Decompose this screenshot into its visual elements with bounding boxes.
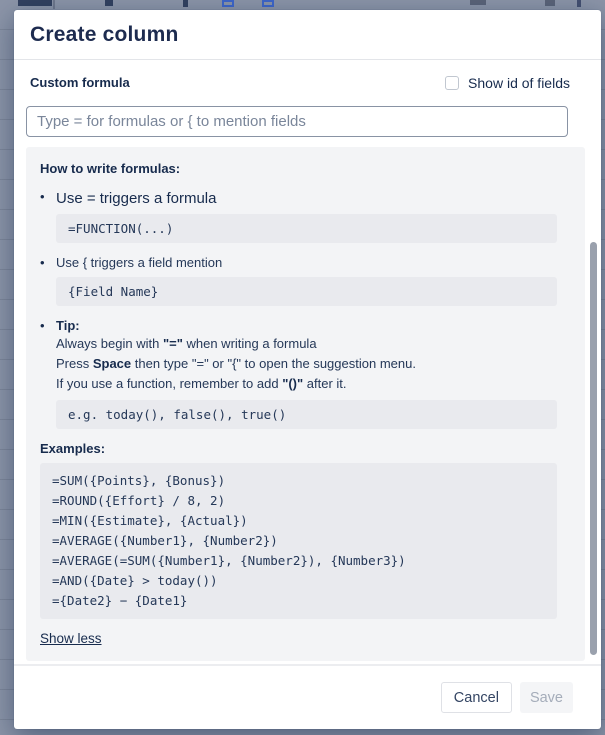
bullet-icon [40,255,56,271]
vertical-scrollbar[interactable] [590,242,597,655]
custom-formula-label: Custom formula [30,75,130,90]
help-bullet-tip: Tip: [40,318,571,334]
example-line: =ROUND({Effort} / 8, 2) [52,493,226,508]
code-sample-function: =FUNCTION(...) [56,214,557,243]
cancel-button[interactable]: Cancel [440,682,512,713]
show-id-of-fields-checkbox[interactable]: Show id of fields [445,75,570,91]
tip-line-2: Press Space then type "=" or "{" to open… [56,356,416,371]
example-line: =MIN({Estimate}, {Actual}) [52,513,248,528]
tip-line-1: Always begin with "=" when writing a for… [56,336,317,351]
example-line: ={Date2} − {Date1} [52,593,188,608]
code-sample-eg: e.g. today(), false(), true() [56,400,557,429]
bullet-icon [40,189,56,208]
tip-line-3: If you use a function, remember to add "… [56,376,347,391]
examples-code-block: =SUM({Points}, {Bonus}) =ROUND({Effort} … [40,463,557,619]
create-column-dialog: Create column Custom formula Show id of … [14,10,601,729]
example-line: =AVERAGE({Number1}, {Number2}) [52,533,278,548]
example-line: =AVERAGE(=SUM({Number1}, {Number2}), {Nu… [52,553,406,568]
code-sample-field: {Field Name} [56,277,557,306]
examples-heading: Examples: [40,441,106,456]
show-less-link[interactable]: Show less [40,631,102,646]
bullet-icon [40,318,56,334]
help-bullet-mention: Use { triggers a field mention [40,255,571,271]
checkbox-icon[interactable] [445,75,460,90]
save-button[interactable]: Save [519,682,573,713]
tip-lines: Always begin with "=" when writing a for… [56,334,571,394]
dialog-body: Custom formula Show id of fields How to … [14,60,601,664]
dialog-header: Create column [14,10,601,60]
help-bullet-formula: Use = triggers a formula [40,189,571,208]
checkbox-label: Show id of fields [468,74,570,91]
example-line: =SUM({Points}, {Bonus}) [52,473,226,488]
dialog-title: Create column [30,22,179,46]
formula-help-panel: How to write formulas: Use = triggers a … [26,147,585,661]
example-line: =AND({Date} > today()) [52,573,218,588]
help-heading: How to write formulas: [40,161,181,176]
formula-input[interactable] [26,106,568,137]
dialog-footer: Cancel Save [14,664,601,729]
